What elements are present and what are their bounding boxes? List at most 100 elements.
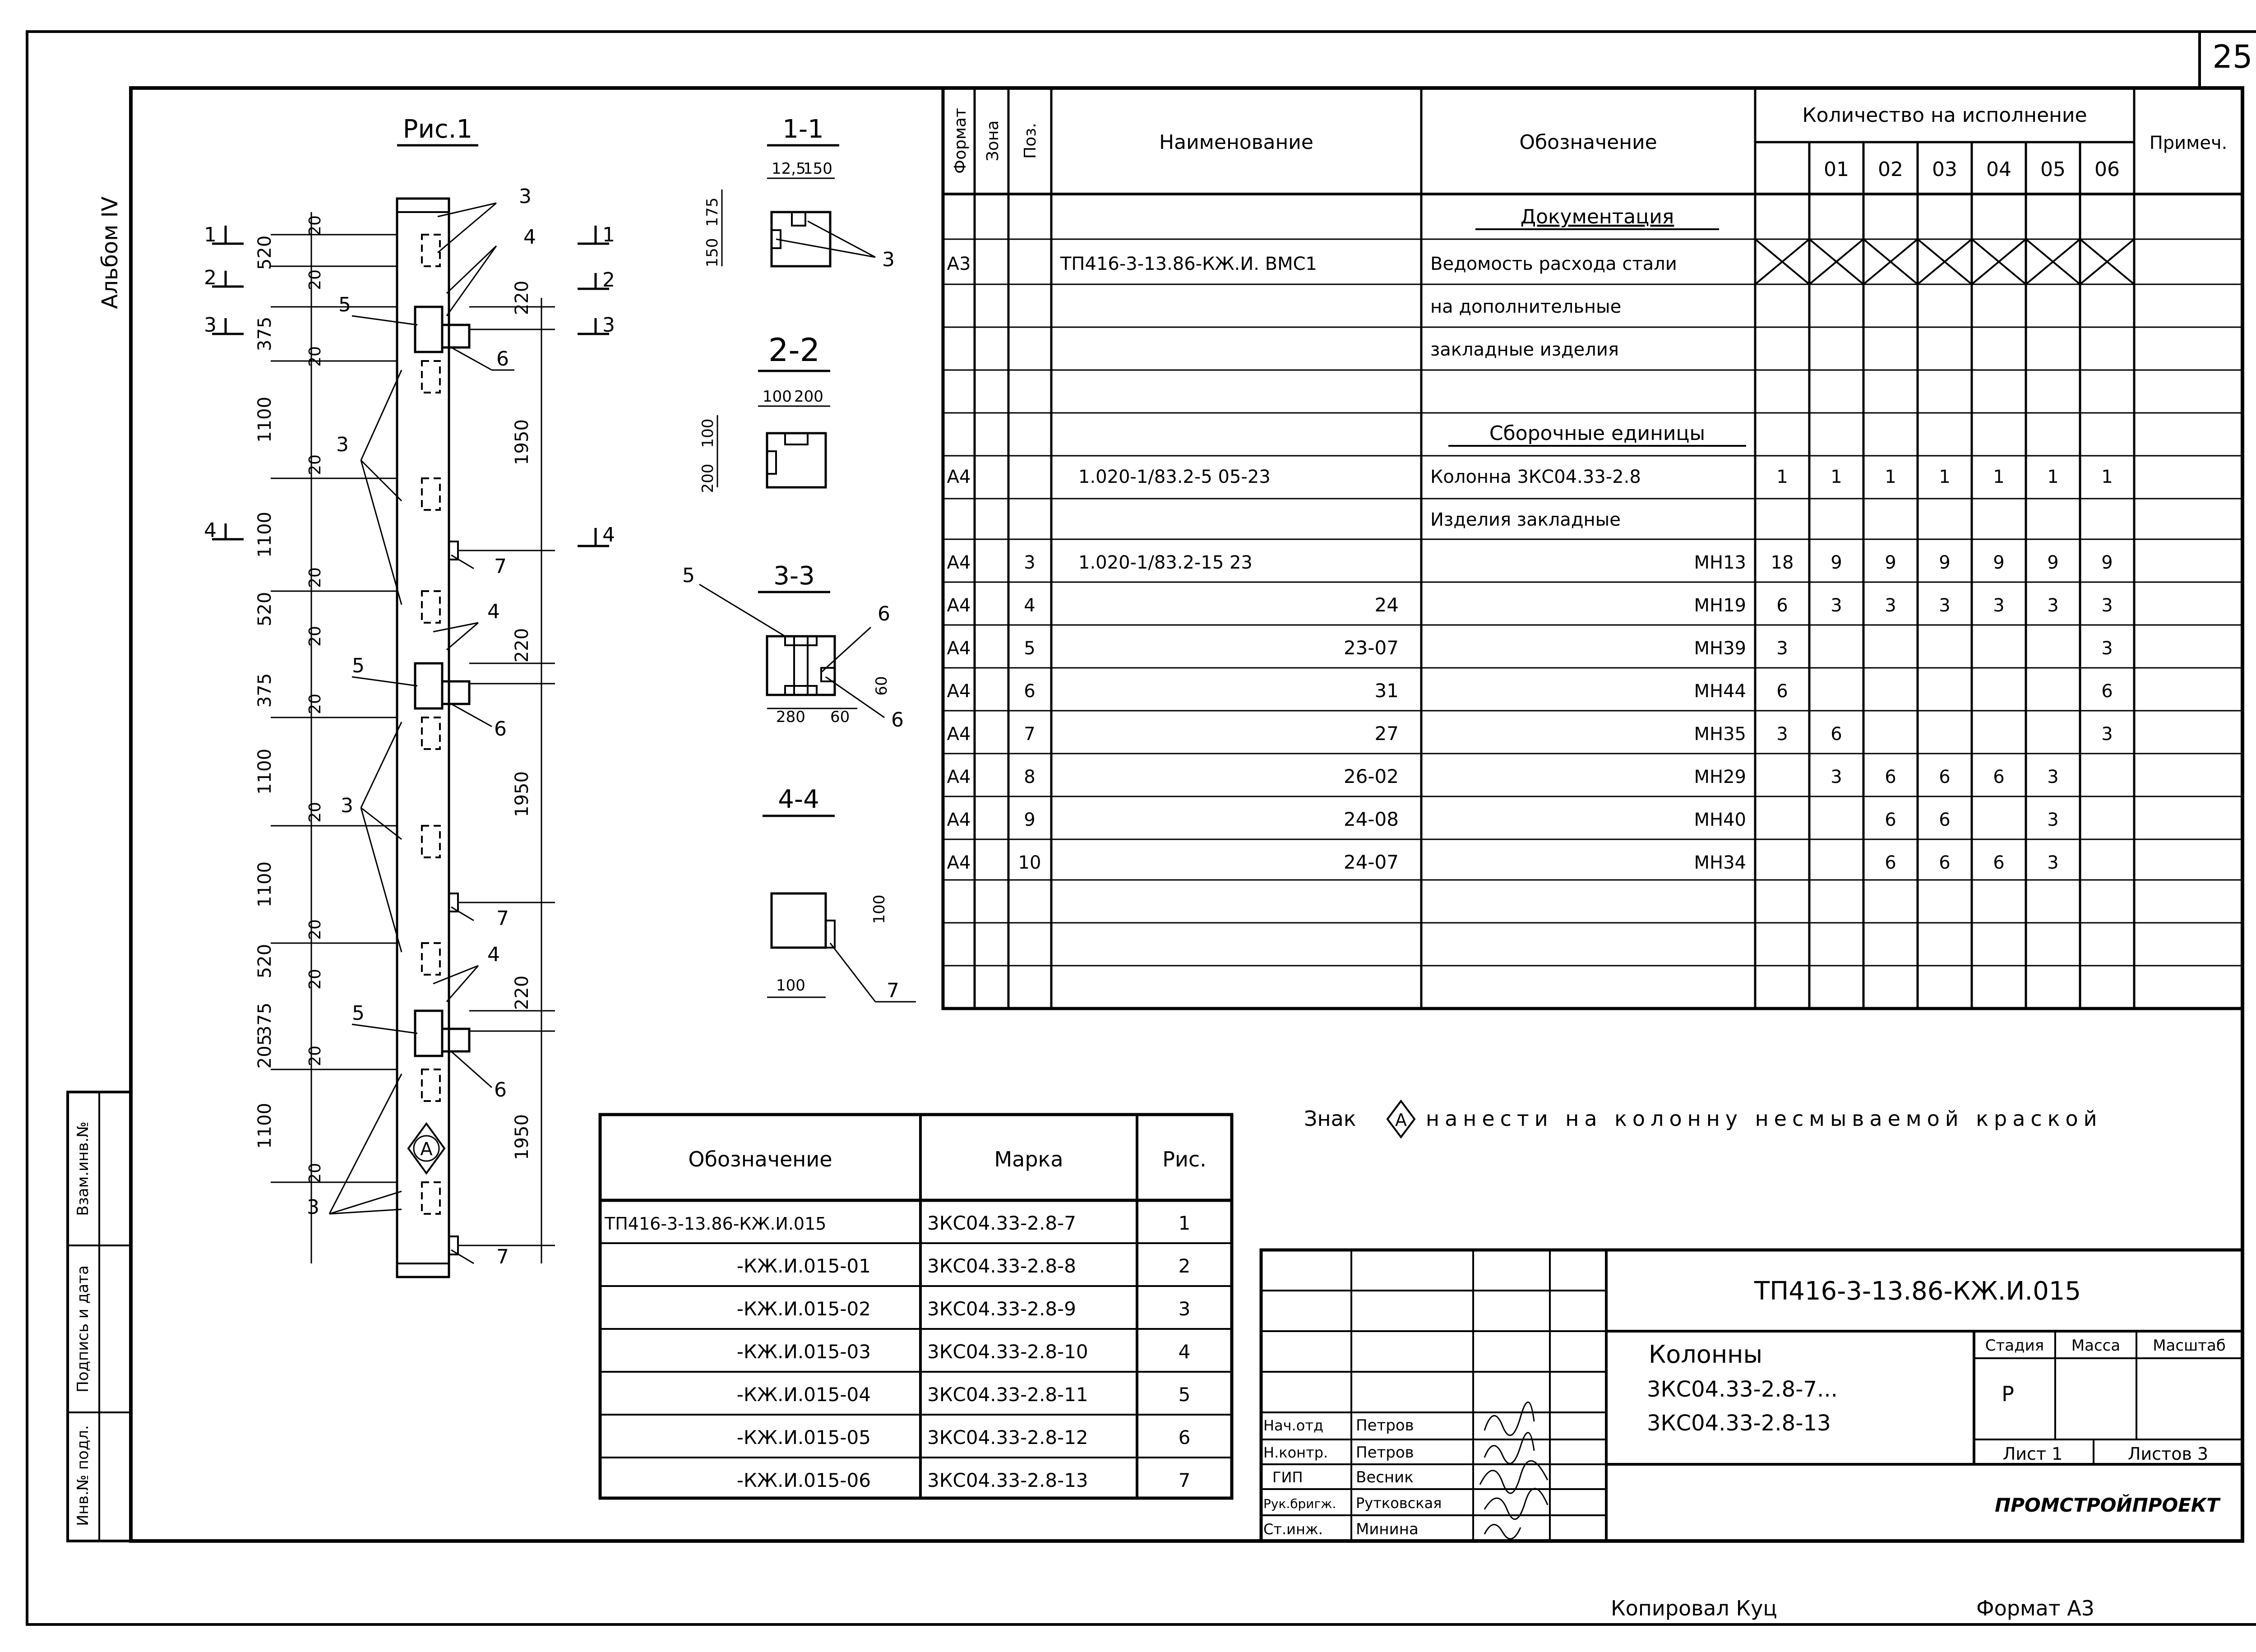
hdr-var-02: 02	[1878, 158, 1903, 181]
sec11-dim-125: 12,5	[772, 160, 806, 178]
console-pos5-bottom	[414, 1009, 444, 1057]
variant-designation: -КЖ.И.015-02	[737, 1298, 871, 1320]
sec11-dim-175: 175	[703, 198, 721, 227]
footer-format: Формат А3	[1976, 1596, 2094, 1620]
dim-1950-top: 1950	[512, 419, 532, 465]
variant-mark: 3КС04.33-2.8-12	[927, 1426, 1088, 1448]
row-qty: 3	[1939, 595, 1950, 616]
asm-designation: Колонна 3КС04.33-2.8	[1430, 467, 1641, 487]
row-format: А4	[947, 767, 971, 787]
row-pos: 8	[1024, 767, 1035, 787]
row-format: А4	[947, 724, 971, 745]
tb-stage-label: Стадия	[1985, 1337, 2044, 1355]
asm-format: А4	[947, 467, 971, 487]
tb-sheet: Лист 1	[2003, 1444, 2063, 1464]
signer-role-4: Рук.бригж.	[1263, 1496, 1336, 1511]
variant-designation: -КЖ.И.015-01	[737, 1255, 871, 1277]
sec33-callout-5: 5	[682, 564, 695, 587]
outer-border	[26, 30, 2256, 1626]
row-format: А4	[947, 595, 971, 616]
dim-520-bot: 520	[254, 944, 275, 978]
hdr-pos: Поз.	[1021, 123, 1040, 159]
variant-mark: 3КС04.33-2.8-9	[927, 1298, 1076, 1320]
variant-designation: ТП416-3-13.86-КЖ.И.015	[604, 1214, 826, 1234]
row-designation: МН39	[1694, 638, 1747, 659]
stamp-sign-label: Подпись и дата	[74, 1265, 92, 1393]
callout-3-b: 3	[336, 433, 349, 456]
hdr-format: Формат	[951, 108, 970, 174]
row-qty: 3	[2047, 767, 2058, 787]
row-qty: 6	[1776, 595, 1788, 616]
signer-name-5: Минина	[1356, 1520, 1419, 1538]
dim-20-12: 20	[306, 1163, 324, 1184]
sec11-callout-3: 3	[882, 248, 895, 271]
dim-375-mid: 375	[254, 673, 275, 708]
sec44-dim-100h: 100	[776, 976, 805, 995]
callout-6-c: 6	[494, 1078, 507, 1101]
row-name: 23-07	[1344, 637, 1399, 659]
row-name: 31	[1375, 680, 1399, 702]
row-qty: 3	[2101, 638, 2113, 659]
sec11-dim-150: 150	[803, 160, 832, 178]
tb-title-3: 3КС04.33-2.8-13	[1647, 1411, 1831, 1436]
console-pos5-top	[414, 305, 444, 353]
callout-6-b: 6	[494, 717, 507, 740]
variant-fig: 3	[1179, 1298, 1191, 1320]
sec22-dim-100v: 100	[699, 419, 717, 448]
tb-stage: Р	[2002, 1382, 2014, 1406]
signer-name-4: Рутковская	[1356, 1495, 1442, 1512]
row-pos: 7	[1024, 724, 1035, 745]
row-designation: МН34	[1694, 852, 1747, 873]
cut-mark-4-left: 4	[204, 519, 217, 542]
mark-a-letter: А	[420, 1139, 433, 1160]
hdr-var-03: 03	[1932, 158, 1957, 181]
row-qty: 9	[1939, 552, 1950, 573]
tb-sheets: Листов 3	[2128, 1444, 2208, 1464]
row-designation: МН19	[1694, 595, 1747, 616]
mark-a-diamond	[407, 1122, 446, 1175]
row-format: А4	[947, 681, 971, 702]
variant-mark: 3КС04.33-2.8-13	[927, 1469, 1088, 1491]
variants-table: Обозначение Марка Рис.	[598, 1113, 1234, 1500]
signer-role-3: ГИП	[1272, 1469, 1303, 1486]
row-qty: 3	[2101, 595, 2113, 616]
tb-mass-label: Масса	[2071, 1337, 2120, 1355]
note: Знак А нанести на колонну несмываемой кр…	[1304, 1099, 2097, 1139]
dim-20-3: 20	[306, 346, 324, 367]
row-qty: 3	[2101, 724, 2113, 745]
sec33-callout-6-bot: 6	[891, 708, 904, 731]
row-pos: 3	[1024, 552, 1035, 573]
callout-3-a: 3	[519, 185, 532, 208]
row-designation: МН44	[1694, 681, 1747, 702]
footer-copied: Копировал Куц	[1611, 1596, 1777, 1620]
dim-375-top: 375	[254, 317, 275, 351]
dim-1100-d: 1100	[254, 861, 275, 907]
figure-title: Рис.1	[403, 115, 472, 144]
drawing-frame	[129, 86, 2244, 1543]
doc-designation-1: Ведомость расхода стали	[1430, 254, 1677, 274]
row-qty: 6	[2101, 681, 2113, 702]
section-1-1-title: 1-1	[782, 115, 823, 144]
signer-name-1: Петров	[1356, 1416, 1414, 1435]
signer-role-5: Ст.инж.	[1263, 1521, 1323, 1538]
callout-3-c: 3	[341, 794, 353, 817]
asm-qty-03: 1	[1939, 467, 1950, 487]
variant-fig: 2	[1179, 1255, 1191, 1277]
variant-mark: 3КС04.33-2.8-8	[927, 1255, 1076, 1277]
section-2-2-title: 2-2	[768, 332, 820, 369]
section-4-4-body	[770, 892, 827, 949]
sec22-dim-200: 200	[794, 388, 823, 406]
doc-designation-2: на дополнительные	[1430, 296, 1621, 317]
left-stamp: Инв.№ подл. Подпись и дата Взам.инв.№	[66, 1091, 132, 1542]
dim-20-11: 20	[306, 1046, 324, 1066]
row-qty: 9	[1993, 552, 2004, 573]
dim-20-10: 20	[306, 969, 324, 990]
dim-20-2: 20	[306, 269, 324, 290]
section-3-3-title: 3-3	[773, 561, 814, 591]
row-designation: МН40	[1694, 810, 1747, 830]
dim-1950-mid: 1950	[512, 771, 532, 817]
page-number: 25	[2212, 38, 2252, 75]
row-qty: 9	[1831, 552, 1842, 573]
title-block: ТП416-3-13.86-КЖ.И.015 Колонны 3КС04.33-…	[1259, 1248, 2244, 1543]
variant-fig: 7	[1179, 1469, 1191, 1491]
